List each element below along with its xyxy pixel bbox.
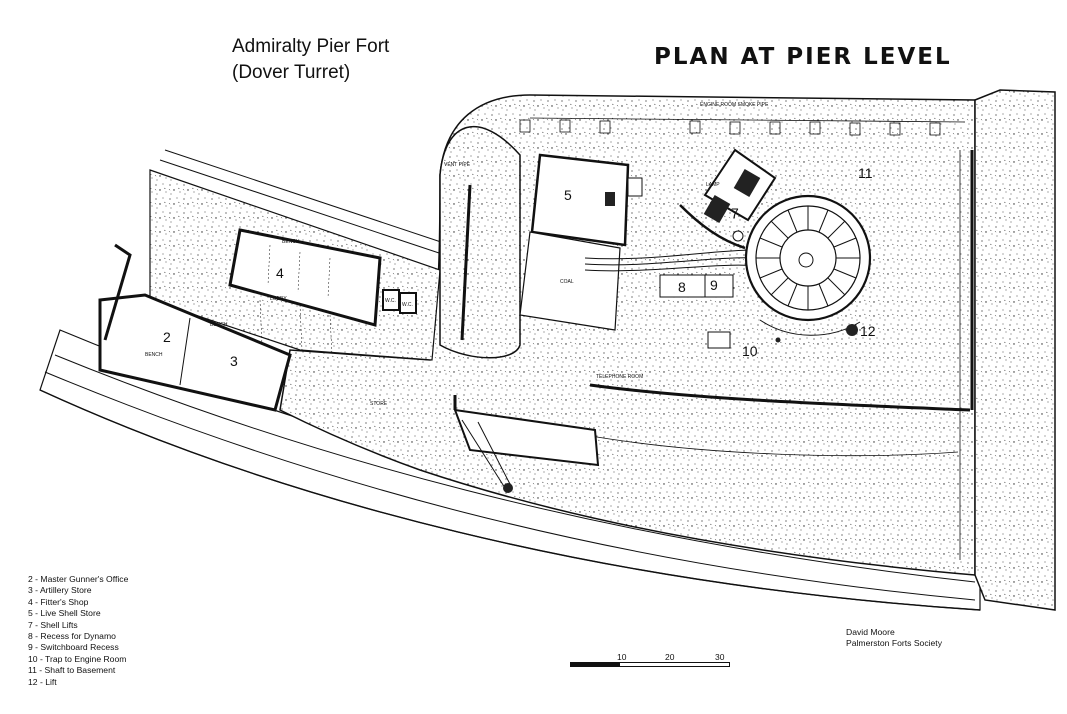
central-block (439, 126, 643, 359)
legend-item: 3 - Artillery Store (28, 585, 92, 596)
room-10-label: 10 (742, 343, 758, 359)
scale-tick-label: 30 (715, 652, 725, 662)
room-4-label: 4 (276, 265, 284, 281)
left-wing (98, 149, 451, 412)
room-11-label: 11 (858, 165, 873, 181)
scale-bar: 10 20 30 (570, 652, 740, 670)
drawing-title: Admiralty Pier Fort (Dover Turret) (232, 34, 389, 86)
lobby-label: LOBBY (270, 296, 287, 302)
scale-tick-label: 20 (665, 652, 675, 662)
credit-author: David Moore (846, 627, 895, 637)
store-label: STORE (370, 401, 388, 407)
scale-tick-label: 10 (617, 652, 627, 662)
room-2-label: 2 (163, 329, 171, 345)
wc-label: W.C. (385, 298, 396, 304)
room-12-label: 12 (860, 323, 876, 339)
coal-label: COAL (560, 279, 574, 285)
small-annotations: BENCH BENCH BENCH LOBBY W.C. W.C. COAL V… (145, 102, 769, 407)
title-line-2: (Dover Turret) (232, 62, 351, 83)
legend-item: 11 - Shaft to Basement (28, 665, 116, 676)
plan-heading: PLAN AT PIER LEVEL (654, 44, 952, 70)
telephone-room-label: TELEPHONE ROOM (596, 374, 643, 380)
legend-item: 9 - Switchboard Recess (28, 642, 119, 653)
legend-item: 7 - Shell Lifts (28, 619, 78, 630)
bench-label: BENCH (145, 352, 163, 358)
recesses (659, 274, 734, 349)
lower-passage (453, 395, 600, 493)
room-5-label: 5 (564, 187, 572, 203)
turret (744, 194, 872, 343)
shell-lifts (679, 148, 777, 250)
bench-label: BENCH (282, 239, 300, 245)
room-3-label: 3 (230, 353, 238, 369)
legend: 2 - Master Gunner's Office 3 - Artillery… (28, 574, 128, 688)
legend-item: 12 - Lift (28, 676, 57, 687)
title-line-1: Admiralty Pier Fort (232, 36, 390, 57)
credit-block: David Moore Palmerston Forts Society (846, 627, 942, 650)
wc-label: W.C. (402, 302, 413, 308)
vent-pipe-label: VENT PIPE (444, 162, 471, 168)
room-9-label: 9 (710, 277, 718, 293)
bench-label: BENCH (210, 322, 228, 328)
room-7-label: 7 (731, 205, 739, 221)
legend-item: 4 - Fitter's Shop (28, 596, 89, 607)
room-numbers: 2 3 4 5 7 8 9 10 11 12 (163, 165, 876, 369)
shell-rails (584, 249, 761, 272)
credit-society: Palmerston Forts Society (846, 638, 942, 649)
legend-item: 10 - Trap to Engine Room (28, 653, 127, 664)
lamp-label: LAMP (706, 182, 720, 188)
legend-item: 5 - Live Shell Store (28, 608, 101, 619)
scale-bar-fill (570, 662, 620, 667)
legend-item: 8 - Recess for Dynamo (28, 631, 116, 642)
legend-item: 2 - Master Gunner's Office (28, 574, 129, 584)
engine-smoke-pipe-label: ENGINE ROOM SMOKE PIPE (700, 102, 769, 108)
room-8-label: 8 (678, 279, 686, 295)
